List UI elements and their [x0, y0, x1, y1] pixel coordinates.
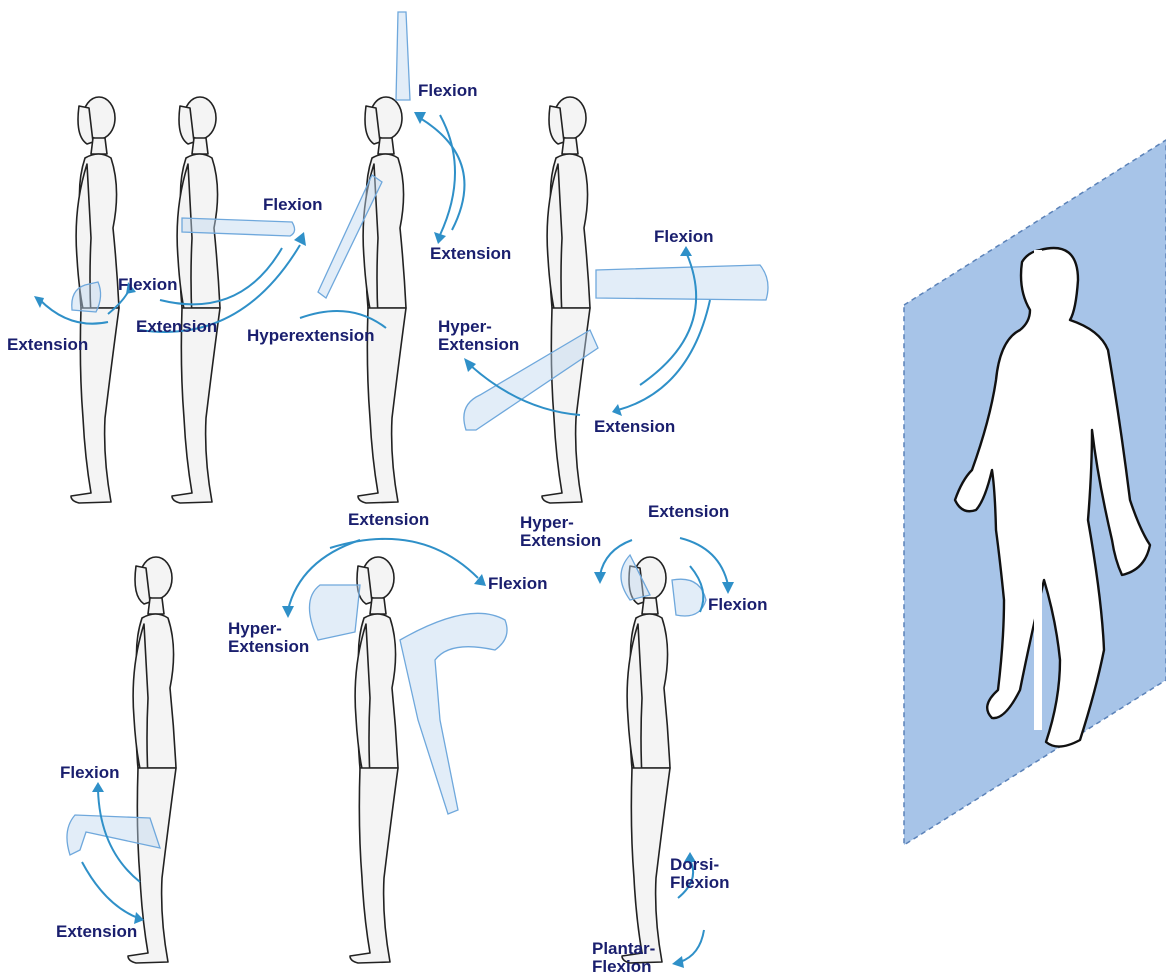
ankle-dorsi-line2: Flexion — [670, 874, 730, 892]
leg-hyperextension-label: Hyper- Extension — [438, 318, 519, 354]
knee-flexion-label: Flexion — [60, 764, 120, 782]
neck-extension-label: Extension — [648, 503, 729, 521]
trunk-extension-label: Extension — [136, 318, 217, 336]
shoulder-extension-label: Extension — [430, 245, 511, 263]
neck-flexion-label: Flexion — [708, 596, 768, 614]
shoulder-flexion-label: Flexion — [418, 82, 478, 100]
figure-leg — [464, 97, 768, 503]
figure-trunk — [140, 97, 306, 503]
leg-flexion-label: Flexion — [654, 228, 714, 246]
spine-hyper-line2: Extension — [228, 638, 309, 656]
leg-hyper-line1: Hyper- — [438, 318, 519, 336]
trunk-hyperextension-label: Hyperextension — [247, 327, 375, 345]
hip-flexion-label: Flexion — [118, 276, 178, 294]
ankle-plantar-line1: Plantar- — [592, 940, 655, 958]
sagittal-plane — [904, 140, 1166, 845]
leg-hyper-line2: Extension — [438, 336, 519, 354]
leg-extension-label: Extension — [594, 418, 675, 436]
neck-hyper-line1: Hyper- — [520, 514, 601, 532]
neck-hyperextension-label: Hyper- Extension — [520, 514, 601, 550]
spine-extension-label: Extension — [348, 511, 429, 529]
figure-hip — [34, 97, 136, 503]
figure-spine — [282, 539, 507, 963]
ankle-dorsiflexion-label: Dorsi- Flexion — [670, 856, 730, 892]
spine-flexion-label: Flexion — [488, 575, 548, 593]
neck-hyper-line2: Extension — [520, 532, 601, 550]
ankle-plantar-line2: Flexion — [592, 958, 655, 976]
ankle-plantarflexion-label: Plantar- Flexion — [592, 940, 655, 976]
ankle-dorsi-line1: Dorsi- — [670, 856, 730, 874]
hip-extension-label: Extension — [7, 336, 88, 354]
knee-extension-label: Extension — [56, 923, 137, 941]
spine-hyper-line1: Hyper- — [228, 620, 309, 638]
figure-knee — [67, 557, 176, 963]
spine-hyperextension-label: Hyper- Extension — [228, 620, 309, 656]
trunk-flexion-label: Flexion — [263, 196, 323, 214]
